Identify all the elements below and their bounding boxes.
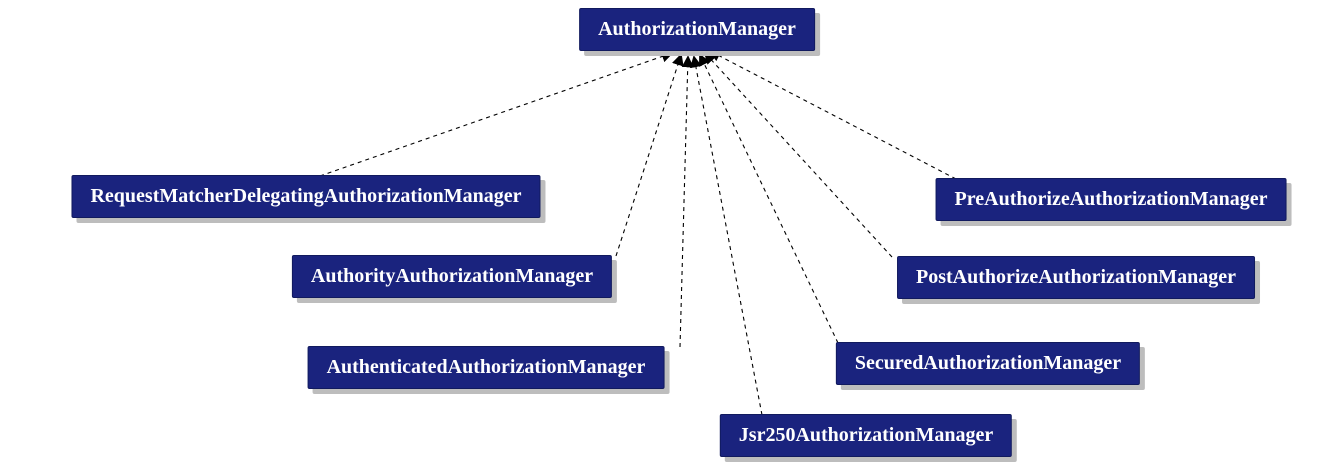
edge-postauthorize-to-root [703, 51, 893, 258]
node-preauthorizeauthorizationmanager: PreAuthorizeAuthorizationManager [935, 178, 1287, 221]
node-label: AuthenticatedAuthorizationManager [326, 356, 646, 378]
edge-authority-to-root [615, 53, 684, 257]
node-jsr250authorizationmanager: Jsr250AuthorizationManager [719, 414, 1013, 457]
node-label: PreAuthorizeAuthorizationManager [954, 188, 1268, 210]
node-label: Jsr250AuthorizationManager [738, 424, 994, 446]
node-label: AuthorizationManager [598, 18, 796, 40]
node-requestmatcherdelegatingauthorizationmanager: RequestMatcherDelegatingAuthorizationMan… [71, 175, 541, 218]
edge-secured-to-root [698, 53, 839, 344]
edge-authenticated-to-root [679, 55, 694, 348]
node-label: AuthorityAuthorizationManager [310, 265, 594, 287]
node-authorityauthorizationmanager: AuthorityAuthorizationManager [291, 255, 613, 298]
node-securedauthorizationmanager: SecuredAuthorizationManager [835, 342, 1141, 385]
edge-preauthorize-to-root [708, 50, 957, 180]
edge-requestmatcherdelegating-to-root [319, 50, 674, 177]
node-label: PostAuthorizeAuthorizationManager [916, 266, 1236, 288]
node-label: RequestMatcherDelegatingAuthorizationMan… [90, 185, 522, 207]
node-postauthorizeauthorizationmanager: PostAuthorizeAuthorizationManager [897, 256, 1255, 299]
edge-jsr250-to-root [689, 55, 763, 416]
node-label: SecuredAuthorizationManager [854, 352, 1122, 374]
node-authenticatedauthorizationmanager: AuthenticatedAuthorizationManager [307, 346, 665, 389]
node-authorizationmanager: AuthorizationManager [579, 8, 815, 51]
